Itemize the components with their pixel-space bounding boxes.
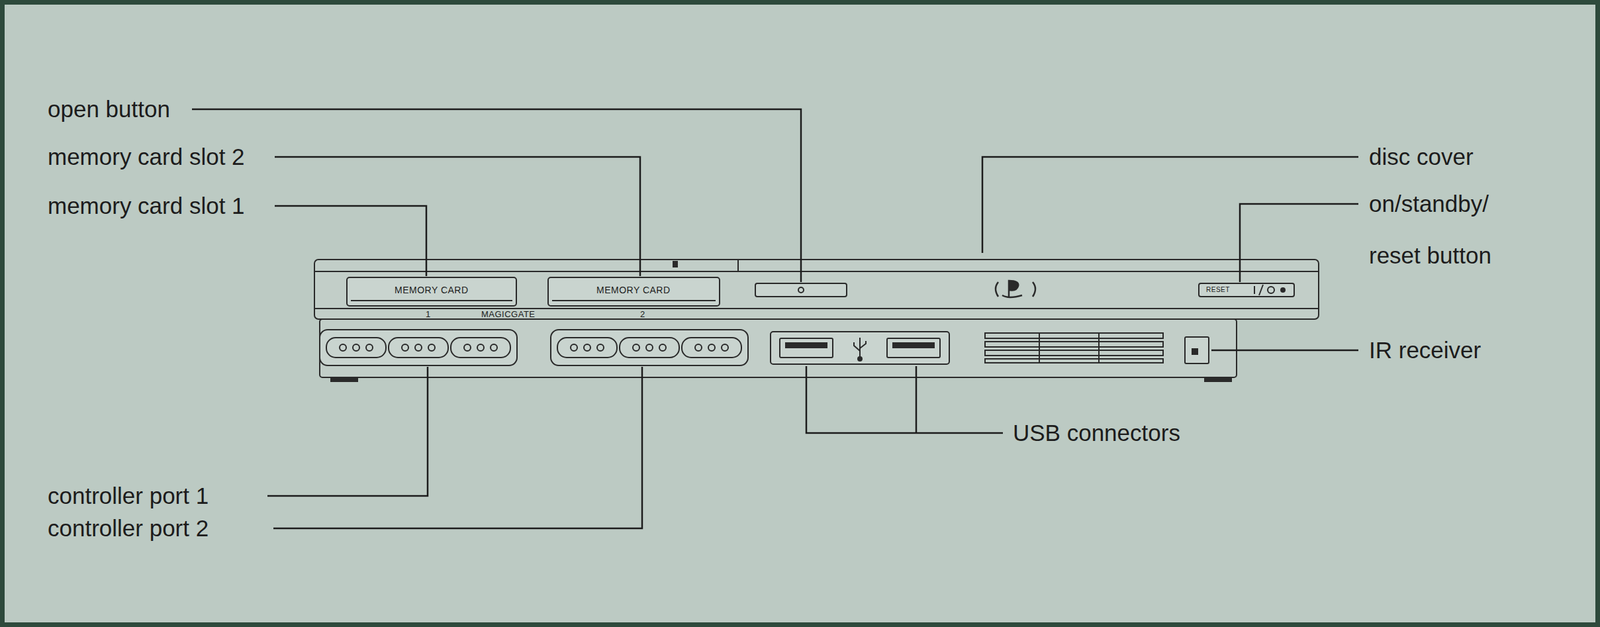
printed-marking: RESET	[1206, 285, 1230, 295]
part-label: controller port 1	[47, 481, 209, 511]
open-button	[755, 283, 847, 297]
power-reset-button	[1198, 283, 1295, 297]
part-label: open button	[47, 94, 171, 124]
part-label: controller port 2	[47, 513, 209, 543]
part-label: memory card slot 2	[47, 142, 245, 172]
part-label: IR receiver	[1368, 335, 1481, 365]
part-label: disc cover	[1368, 142, 1474, 172]
part-label: USB connectors	[1012, 418, 1181, 448]
printed-marking: 1	[425, 309, 431, 320]
ir-receiver	[1184, 336, 1209, 364]
printed-marking: 2	[640, 309, 646, 320]
console-body	[314, 259, 1319, 382]
printed-marking: MAGICGATE	[481, 309, 536, 320]
part-label: on/standby/ reset button	[1368, 178, 1528, 282]
usb-connector	[770, 331, 950, 365]
part-label: memory card slot 1	[47, 191, 245, 221]
vent	[985, 332, 1164, 363]
printed-marking: MEMORY CARD	[596, 283, 671, 296]
printed-marking: MEMORY CARD	[394, 283, 469, 296]
leader-line	[191, 109, 1359, 529]
memory-card-slot	[346, 277, 720, 306]
ps-logo	[995, 280, 1036, 298]
controller-port	[319, 329, 749, 366]
